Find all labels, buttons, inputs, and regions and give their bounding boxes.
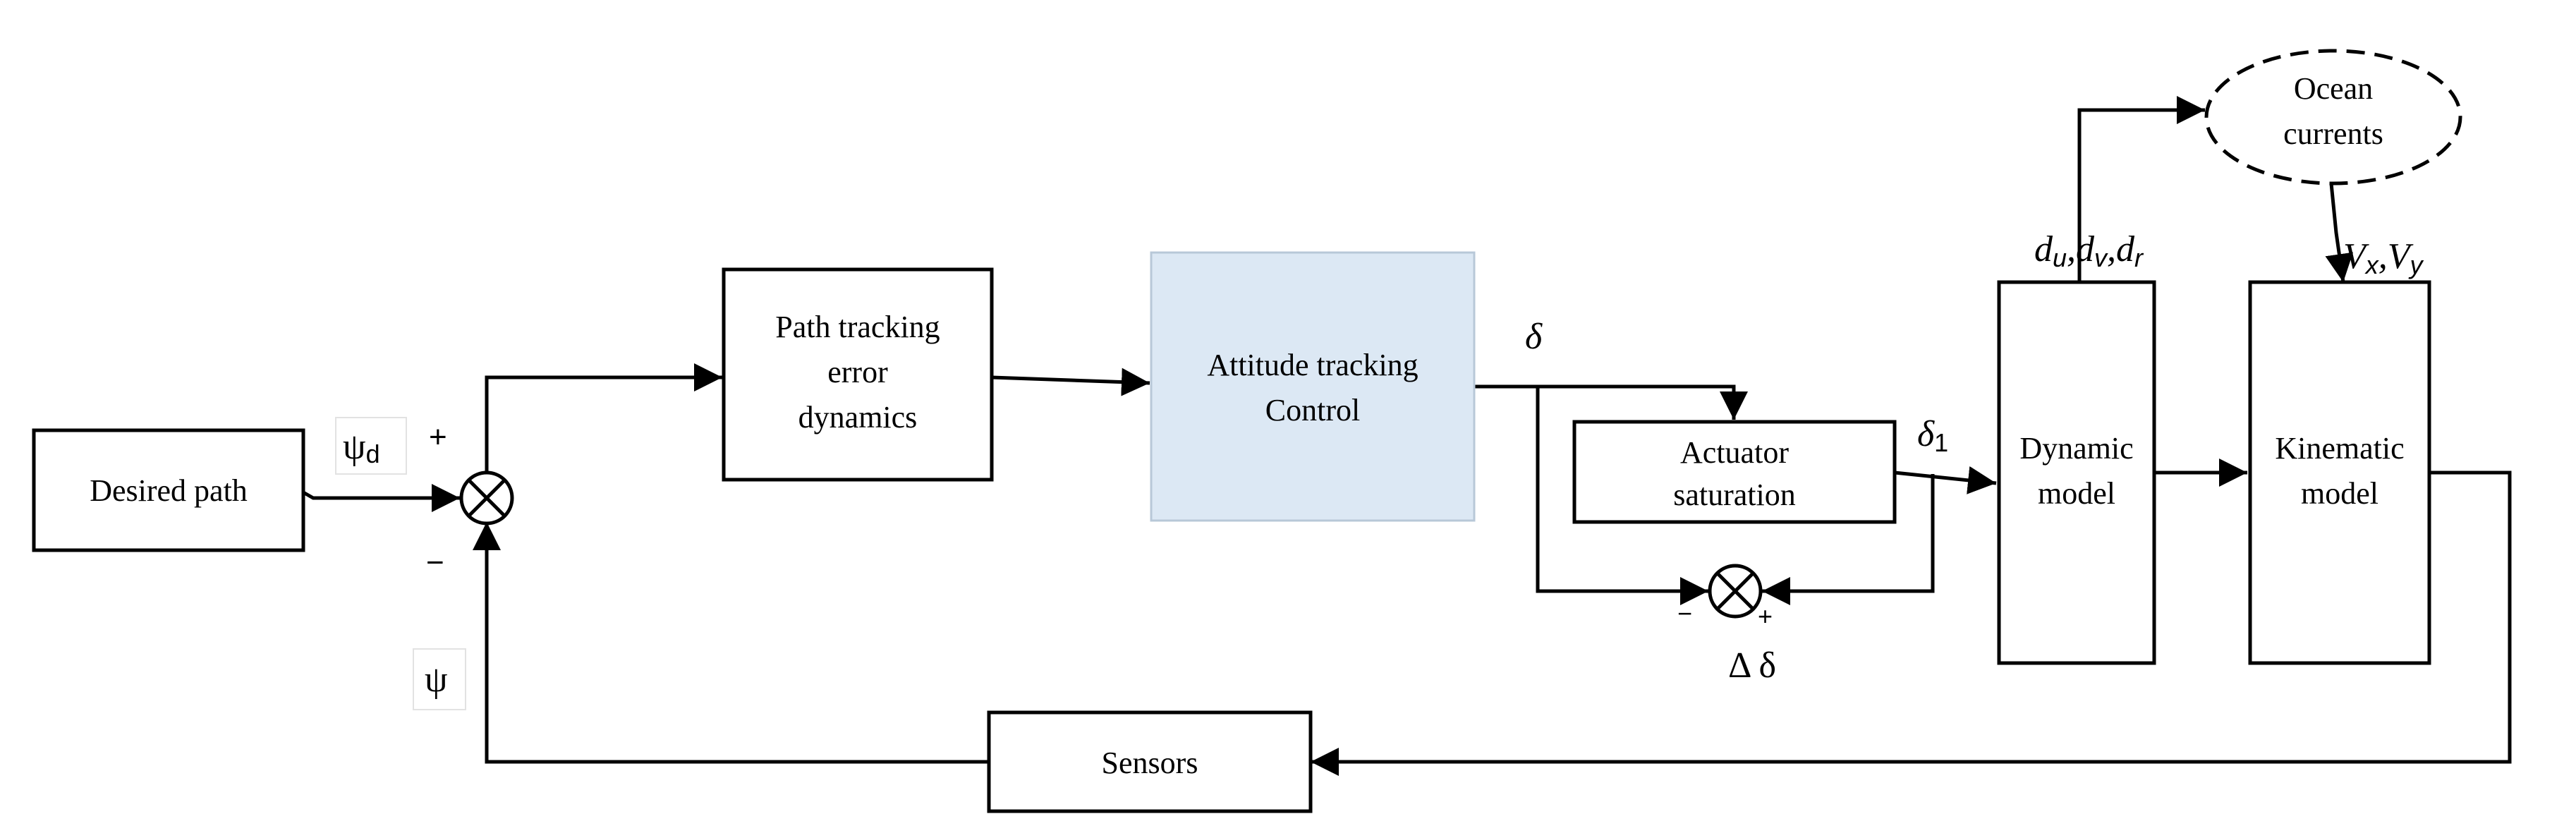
path-tracking-label-2: error <box>827 355 888 389</box>
disturbances-label: du,dv,dr <box>2034 229 2144 272</box>
kinematic-model-block: Kinematic model <box>2248 280 2431 665</box>
sum2-plus-sign: + <box>1758 602 1773 631</box>
desired-path-label: Desired path <box>90 473 248 508</box>
wire-path-tracking-to-attitude <box>991 368 1150 396</box>
actuator-saturation-block: Actuator saturation <box>1572 420 1897 524</box>
ocean-label-2: currents <box>2283 116 2383 151</box>
kinematic-label-1: Kinematic <box>2275 431 2404 466</box>
wire-actuator-to-dynamic <box>1894 466 1997 494</box>
sum1-minus-sign: − <box>426 545 444 580</box>
wire-kinematic-to-sensors <box>1311 470 2512 776</box>
wire-sensors-to-sum <box>473 522 988 764</box>
dynamic-label-1: Dynamic <box>2019 431 2133 466</box>
kinematic-label-2: model <box>2301 476 2378 511</box>
wire-attitude-to-actuator <box>1474 384 1748 420</box>
wire-ocean-to-kinematic <box>2325 183 2354 283</box>
sum1-plus-sign: + <box>429 420 447 454</box>
attitude-label-2: Control <box>1265 393 1360 427</box>
delta1-label: δ1 <box>1917 414 1948 457</box>
sensors-block: Sensors <box>987 710 1313 813</box>
svg-text:ψ: ψ <box>425 660 448 700</box>
wire-actuator-to-sum2 <box>1762 474 1935 605</box>
attitude-control-block: Attitude tracking Control <box>1150 251 1476 522</box>
wire-dynamic-to-ocean <box>2077 96 2205 282</box>
actuator-label-1: Actuator <box>1680 435 1789 470</box>
dynamic-model-block: Dynamic model <box>1997 280 2156 665</box>
desired-path-block: Desired path <box>32 428 305 552</box>
psi-feedback-label: ψ <box>413 648 466 710</box>
sum2-minus-sign: − <box>1677 599 1692 628</box>
path-tracking-block: Path tracking error dynamics <box>722 267 994 482</box>
wire-sum-to-path-tracking <box>485 363 722 476</box>
actuator-label-2: saturation <box>1673 478 1796 512</box>
wire-attitude-to-sum2 <box>1536 387 1708 605</box>
dynamic-label-2: model <box>2038 476 2115 511</box>
signal-wires <box>302 96 2512 776</box>
delta-delta-label: Δ δ <box>1728 645 1776 686</box>
svg-text:ψd: ψd <box>343 427 380 468</box>
wire-desired-to-sum <box>302 484 460 512</box>
summing-junction-1 <box>459 470 514 526</box>
path-tracking-label-1: Path tracking <box>775 310 940 344</box>
sensors-label: Sensors <box>1102 746 1198 780</box>
psi-d-label: ψd <box>335 417 407 475</box>
current-velocity-label: Vx,Vy <box>2343 236 2424 279</box>
summing-junction-2 <box>1708 564 1763 619</box>
delta-label: δ <box>1525 317 1543 357</box>
ocean-currents-block: Ocean currents <box>2204 49 2462 186</box>
attitude-label-1: Attitude tracking <box>1207 348 1418 382</box>
path-tracking-label-3: dynamics <box>798 400 918 435</box>
ocean-label-1: Ocean <box>2294 71 2373 106</box>
